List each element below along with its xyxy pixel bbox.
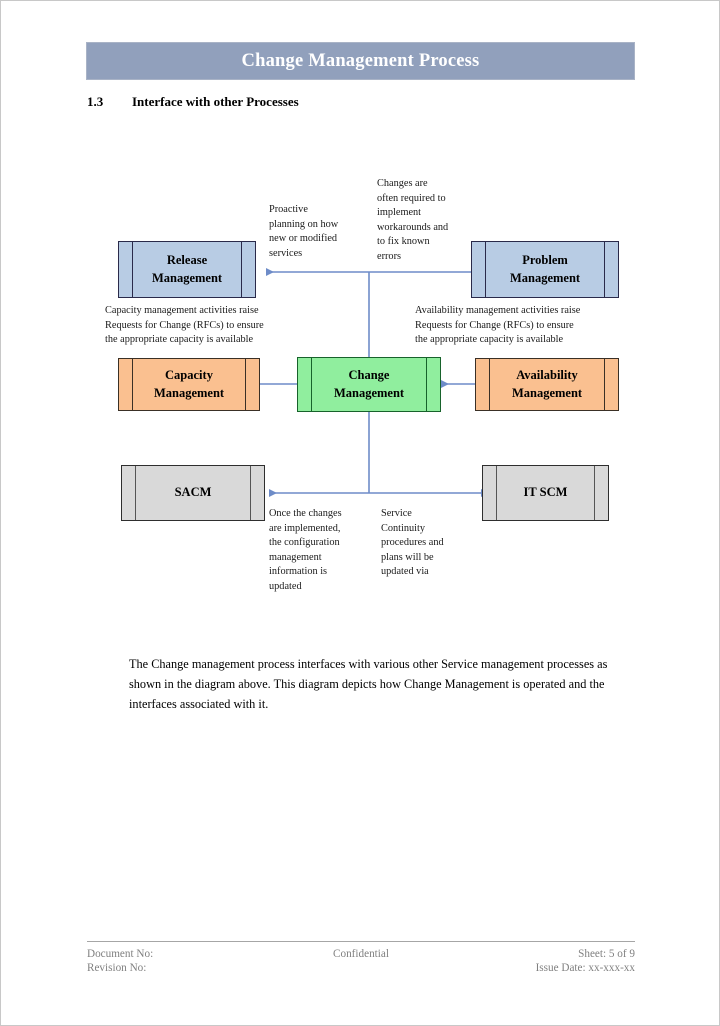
annotation-availability-note: Availability management activities raise… [415,305,581,346]
process-bar-left [311,358,312,411]
diagram-box-label: Problem Management [509,253,581,285]
footer-row-top: Document No: Confidential Sheet: 5 of 9 [87,947,635,961]
process-bar-right [604,242,605,297]
annotation-capacity-note: Capacity management activities raise Req… [105,305,264,346]
process-bar-left [485,242,486,297]
diagram-box-release-management[interactable]: Release Management [118,241,256,298]
section-heading: 1.3 Interface with other Processes [87,94,647,110]
footer-sheet: Sheet: 5 of 9 [578,948,635,960]
diagram-box-capacity-management[interactable]: Capacity Management [118,358,260,411]
annotation-itscm-note: Service Continuity procedures and plans … [381,508,444,578]
process-bar-right [604,359,605,410]
footer-row-bottom: Revision No: Issue Date: xx-xxx-xx [87,961,635,975]
page-title: Change Management Process [241,50,480,71]
diagram-box-label: Availability Management [511,368,583,400]
document-header-banner: Change Management Process [86,42,635,80]
annotation-problem-note: Changes are often required to implement … [377,178,449,263]
process-bar-right [245,359,246,410]
footer-revision-no: Revision No: [87,962,147,975]
diagram-box-label: Release Management [151,253,223,285]
diagram-box-availability-management[interactable]: Availability Management [475,358,619,411]
process-interface-diagram: Release Management Problem Management Ca… [1,1,719,621]
process-bar-left [132,242,133,297]
section-number: 1.3 [87,94,104,109]
diagram-box-problem-management[interactable]: Problem Management [471,241,619,298]
process-bar-right [241,242,242,297]
footer-confidential: Confidential [333,948,389,960]
process-bar-left [496,466,497,520]
diagram-box-it-scm[interactable]: IT SCM [482,465,609,521]
body-paragraph: The Change management process interfaces… [129,657,608,712]
annotation-release-note: Proactive planning on how new or modifie… [269,204,339,259]
diagram-box-label: IT SCM [523,485,568,500]
diagram-box-change-management[interactable]: Change Management [297,357,441,412]
diagram-box-sacm[interactable]: SACM [121,465,265,521]
footer-document-no: Document No: [87,948,154,960]
process-bar-right [594,466,595,520]
annotation-sacm-note: Once the changes are implemented, the co… [269,508,342,593]
connector-lines [260,268,489,497]
process-bar-left [135,466,136,520]
process-bar-left [489,359,490,410]
process-bar-right [250,466,251,520]
diagram-box-label: SACM [174,485,212,500]
process-bar-left [132,359,133,410]
process-bar-right [426,358,427,411]
section-title: Interface with other Processes [132,94,299,109]
footer-issue-date: Issue Date: xx-xxx-xx [535,962,635,975]
diagram-box-label: Change Management [333,368,405,400]
document-footer: Document No: Confidential Sheet: 5 of 9 … [87,941,635,976]
diagram-box-label: Capacity Management [153,368,225,400]
